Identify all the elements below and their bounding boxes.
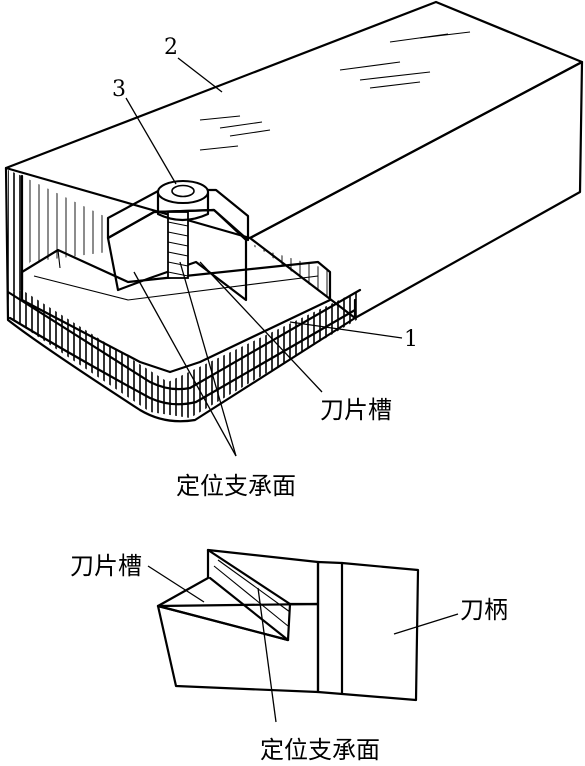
holder-top-face [4,0,584,240]
holder-front-lower [8,290,360,418]
screw-part-3 [156,180,210,279]
holder-front-left [8,170,22,292]
lower-top-face [156,548,320,642]
lower-front-face [156,602,320,694]
holder-outline [4,166,357,423]
holder-end-face [248,60,584,320]
blade-part-1 [20,248,332,374]
shank-label: 刀柄 [460,596,508,624]
lower-toolholder [156,548,420,702]
upper-toolholder [4,0,584,423]
holder-front-upper [22,176,108,290]
lower-leaders [147,565,459,723]
upper-leaders [125,57,403,457]
upper-blade-slot-label: 刀片槽 [320,396,392,424]
holder-front-right [248,240,355,318]
lower-locating-face-label: 定位支承面 [260,736,380,764]
part-label-1: 1 [404,327,418,352]
part-label-3: 3 [112,77,126,102]
top-face-texture [199,31,471,151]
part-label-2: 2 [164,35,178,60]
lower-blade-slot-label: 刀片槽 [70,552,142,580]
upper-locating-face-label: 定位支承面 [176,472,296,500]
